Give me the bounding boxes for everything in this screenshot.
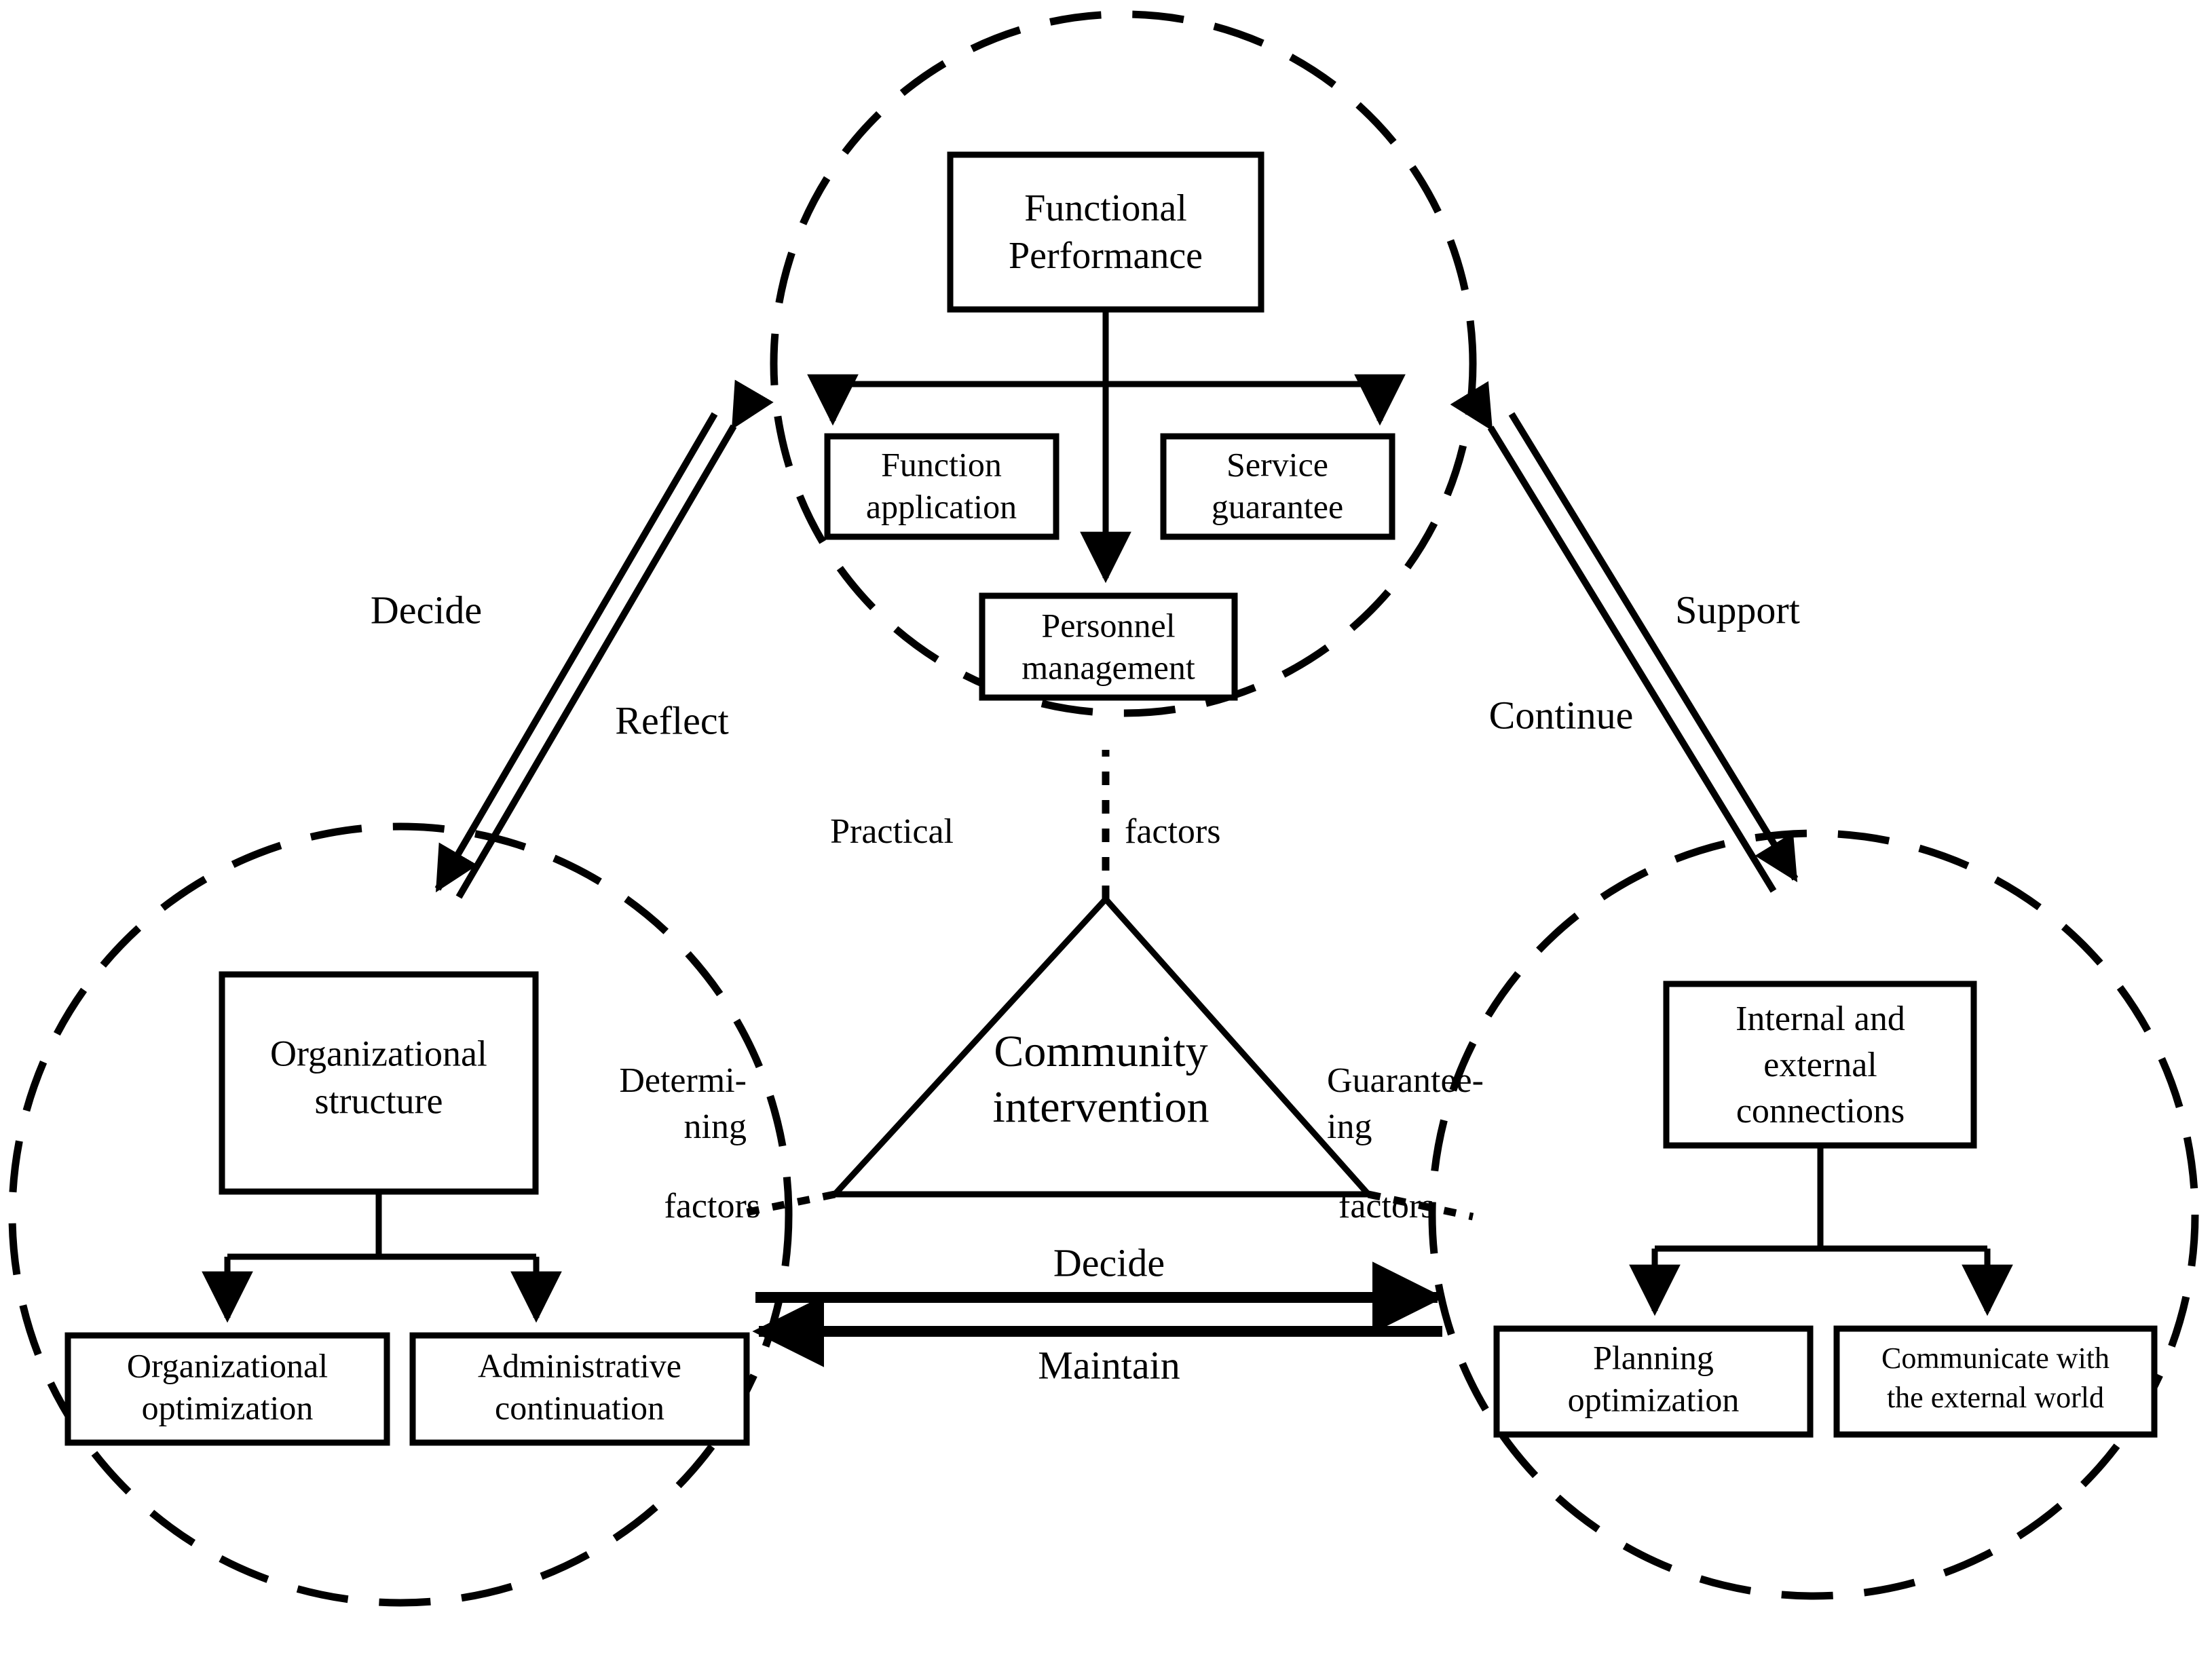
cluster-circle-right (1428, 829, 2199, 1600)
connector-label-support: Support (1675, 588, 1800, 632)
connector-label-continue: Continue (1489, 693, 1634, 737)
box-organizational-structure[interactable] (219, 971, 539, 1195)
box-label-administrative-continuation-line1: Administrative (478, 1346, 681, 1384)
label-guaranteeing-factors-part2: ing (1327, 1107, 1372, 1146)
dotted-leg-right (1367, 1190, 1474, 1221)
box-label-personnel-management-line2: management (1021, 648, 1195, 686)
box-label-planning-optimization-line1: Planning (1593, 1338, 1714, 1376)
box-label-function-application-line1: Function (881, 445, 1002, 483)
label-guaranteeing-factors-part1: Guarantee- (1327, 1061, 1484, 1100)
box-label-function-application-line2: application (866, 487, 1017, 525)
label-practical-factors-part2: factors (1125, 812, 1220, 851)
box-label-internal-external-line1: Internal and (1736, 1000, 1905, 1038)
box-label-service-guarantee-line2: guarantee (1212, 487, 1343, 525)
connector-bottom (752, 1261, 1444, 1367)
box-internal-external-connections[interactable] (1663, 981, 1977, 1149)
label-determining-factors-part1: Determi- (619, 1061, 747, 1100)
box-label-communicate-line1: Communicate with (1881, 1342, 2110, 1375)
cluster-circle-left (8, 822, 793, 1607)
box-functional-performance[interactable] (947, 151, 1264, 313)
box-label-organizational-structure-line2: structure (315, 1080, 443, 1121)
label-practical-factors-part1: Practical (830, 812, 954, 851)
connector-label-decide-bottom: Decide (1053, 1240, 1165, 1285)
box-label-internal-external-line2: external (1763, 1046, 1877, 1084)
box-label-organizational-optimization-line1: Organizational (127, 1346, 328, 1384)
box-label-organizational-optimization-line2: optimization (142, 1388, 314, 1426)
box-label-internal-external-line3: connections (1736, 1092, 1905, 1130)
connector-label-decide-top-left: Decide (371, 588, 482, 632)
cluster-circle-top (770, 10, 1477, 717)
dotted-leg-left (734, 1190, 836, 1219)
triangle-label-line1: Community (994, 1027, 1207, 1076)
box-label-personnel-management-line1: Personnel (1041, 606, 1175, 644)
box-planning-optimization[interactable] (1493, 1325, 1814, 1438)
label-determining-factors-part3: factors (664, 1187, 760, 1226)
box-label-planning-optimization-line2: optimization (1568, 1380, 1740, 1418)
triangle-label-line2: intervention (993, 1082, 1210, 1132)
connector-label-maintain: Maintain (1038, 1343, 1180, 1387)
box-function-application[interactable] (824, 433, 1060, 540)
box-personnel-management[interactable] (979, 592, 1238, 701)
connector-label-reflect: Reflect (615, 698, 728, 742)
box-label-functional-performance-line1: Functional (1024, 187, 1187, 229)
box-administrative-continuation[interactable] (409, 1332, 750, 1446)
box-service-guarantee[interactable] (1160, 433, 1395, 540)
label-determining-factors-part2: ning (684, 1107, 747, 1146)
connector-top-right (1450, 381, 1799, 893)
box-communicate-external-world[interactable] (1833, 1325, 2158, 1438)
box-label-functional-performance-line2: Performance (1009, 235, 1203, 277)
connector-top-left (434, 379, 774, 899)
box-label-organizational-structure-line1: Organizational (270, 1033, 487, 1074)
label-guaranteeing-factors-part3: factors (1338, 1187, 1434, 1226)
box-organizational-optimization[interactable] (64, 1332, 390, 1446)
box-label-communicate-line2: the external world (1887, 1381, 2104, 1414)
box-label-service-guarantee-line1: Service (1226, 445, 1328, 483)
central-triangle (827, 894, 1376, 1198)
box-label-administrative-continuation-line2: continuation (495, 1388, 664, 1426)
